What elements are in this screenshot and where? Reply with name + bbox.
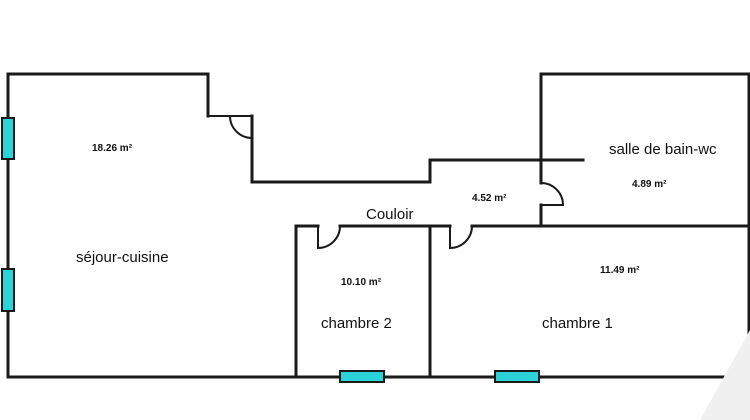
windows xyxy=(1,117,540,383)
corner-watermark-graphic xyxy=(700,330,750,420)
room-name-chambre2: chambre 2 xyxy=(321,315,392,332)
door-chambre2 xyxy=(317,225,341,250)
corridor-north-wall xyxy=(250,114,585,184)
room-name-couloir: Couloir xyxy=(366,206,414,223)
area-chambre2: 10.10 m² xyxy=(341,277,382,288)
window-sejour-upper xyxy=(1,117,15,160)
bathroom-outline xyxy=(539,72,750,162)
bathroom-south-wall xyxy=(539,203,750,228)
area-couloir: 4.52 m² xyxy=(472,193,507,204)
area-chambre1: 11.49 m² xyxy=(600,265,640,276)
doors xyxy=(208,115,565,250)
room-name-sejour: séjour-cuisine xyxy=(76,249,169,266)
window-sejour-lower xyxy=(1,268,15,312)
room-name-chambre1: chambre 1 xyxy=(542,315,613,332)
room-name-salle-de-bain: salle de bain-wc xyxy=(609,141,717,158)
door-chambre1 xyxy=(449,225,473,250)
chambre2-east-wall xyxy=(338,224,432,379)
area-sejour: 18.26 m² xyxy=(92,143,133,154)
outer-wall-west-top xyxy=(6,72,210,379)
window-chambre2 xyxy=(339,370,385,383)
door-sejour-entrance xyxy=(208,115,253,139)
window-chambre1 xyxy=(494,370,540,383)
area-salle-de-bain: 4.89 m² xyxy=(632,179,667,190)
door-bathroom xyxy=(540,182,565,206)
chambre2-west-wall xyxy=(294,224,320,379)
room-labels: 18.26 m² séjour-cuisine salle de bain-wc… xyxy=(76,141,717,332)
